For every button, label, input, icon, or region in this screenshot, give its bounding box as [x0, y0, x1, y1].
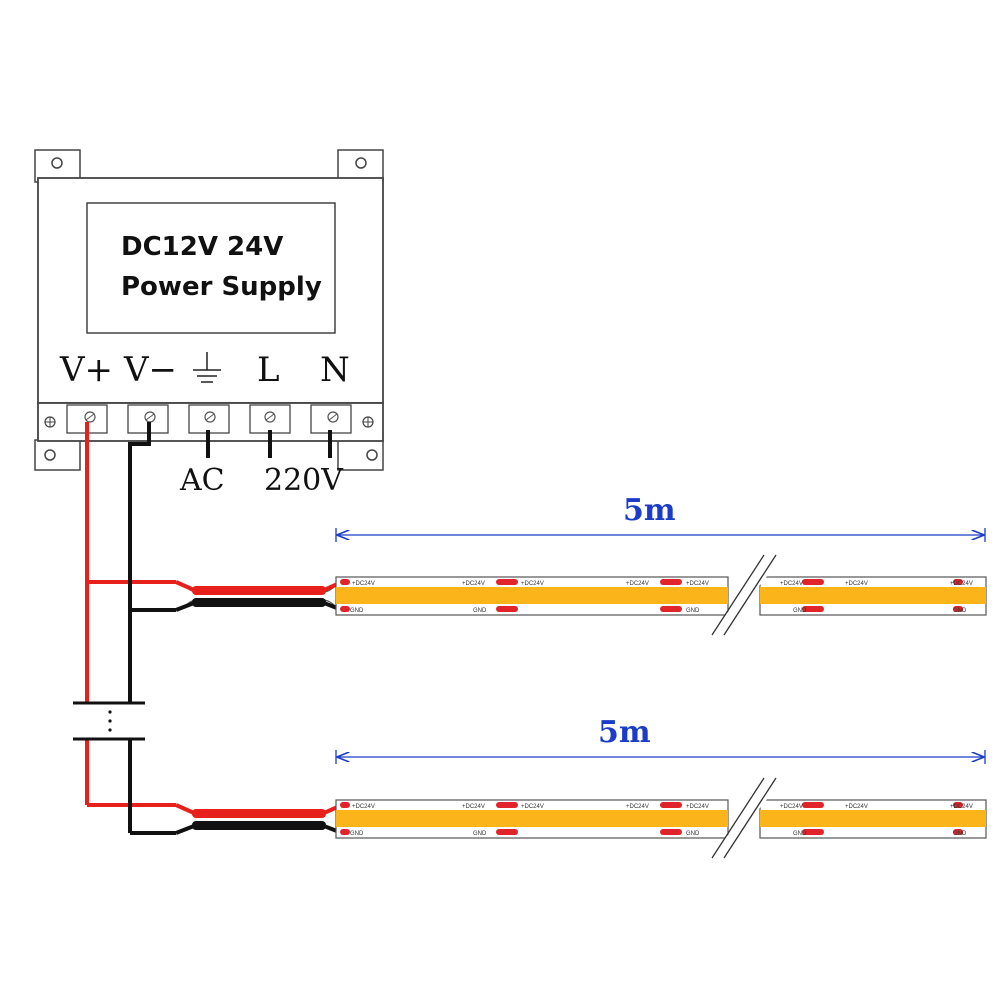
strip-marking-positive: +DC24V: [780, 804, 803, 810]
output-wiring: [73, 422, 176, 835]
solder-pad-positive: [496, 802, 518, 808]
screw-icon: [362, 416, 374, 428]
negative-bus-wire-top: [128, 422, 151, 703]
strip-marking-positive: +DC24V: [845, 581, 868, 587]
strip-marking-ground: GND: [686, 608, 700, 614]
solder-pad-ground: [496, 606, 518, 612]
cob-led-band: [760, 810, 986, 827]
ac-label: AC: [179, 463, 225, 498]
terminal-label-n: N: [320, 350, 350, 390]
strip-marking-positive: +DC24V: [462, 581, 485, 587]
strip-marking-positive: +DC24V: [950, 581, 973, 587]
cob-led-band: [336, 810, 728, 827]
cob-led-band: [336, 587, 728, 604]
cable-fan-black-in-1: [175, 601, 195, 612]
strip-marking-positive: +DC24V: [686, 804, 709, 810]
led-strip-1: 5m +DC24V+DC24V+DC24V+DC24V+DC24V+DC24V+…: [175, 493, 987, 636]
psu-label-panel: [86, 202, 336, 334]
terminal-label-vplus: V+: [59, 350, 113, 390]
strip-marking-ground: GND: [473, 608, 487, 614]
solder-pad-positive: [802, 579, 824, 585]
strip-marking-positive: +DC24V: [950, 804, 973, 810]
strip-marking-ground: GND: [350, 831, 364, 837]
strip-marking-positive: +DC24V: [780, 581, 803, 587]
break-slash: [711, 777, 765, 859]
cable-fan-red-in-1: [175, 580, 195, 592]
cable-black-core-1: [192, 598, 326, 607]
strip-marking-positive: +DC24V: [626, 581, 649, 587]
solder-pad-ground: [953, 606, 963, 612]
terminal-n: [310, 404, 352, 434]
strip-marking-ground: GND: [350, 608, 364, 614]
solder-pad-positive: [496, 579, 518, 585]
mounting-hole-icon: [355, 157, 367, 169]
solder-pad-positive: [802, 802, 824, 808]
solder-pad-positive: [953, 579, 963, 585]
cable-red-core-2: [192, 809, 326, 818]
break-slash: [723, 554, 777, 636]
break-slash: [711, 554, 765, 636]
cob-led-band: [760, 587, 986, 604]
strip-marking-ground: GND: [473, 831, 487, 837]
cable-black-core-2: [192, 821, 326, 830]
cable-fan-black-in-2: [175, 824, 195, 835]
solder-pad-ground: [953, 829, 963, 835]
solder-pad-ground: [660, 606, 682, 612]
strip-body-1: +DC24V +DC24V +DC24V +DC24V +DC24V +DC24V +DC2…: [335, 554, 987, 636]
vertical-ellipsis-icon: [108, 710, 112, 732]
solder-pad-positive: [340, 579, 350, 585]
strip-marking-positive: +DC24V: [521, 804, 544, 810]
mounting-ear-bottom-left: [34, 439, 81, 471]
strip-marking-positive: +DC24V: [626, 804, 649, 810]
solder-pad-positive: [340, 802, 350, 808]
strip-break-gap: [724, 575, 768, 617]
strip-marking-positive: +DC24V: [352, 581, 375, 587]
strip-marking-ground: GND: [953, 831, 967, 837]
terminal-label-vminus: V−: [123, 350, 177, 390]
terminal-ground: [188, 404, 230, 434]
terminal-label-l: L: [257, 350, 280, 390]
voltage-label: 220V: [264, 463, 344, 498]
strip-length-label-1: 5m: [623, 493, 676, 528]
solder-pad-ground: [340, 606, 350, 612]
mounting-hole-icon: [44, 449, 56, 461]
strip-marking-ground: GND: [793, 831, 807, 837]
strip-marking-positive: +DC24V: [686, 581, 709, 587]
solder-pad-ground: [340, 829, 350, 835]
solder-pad-positive: [953, 802, 963, 808]
strip-marking-ground: GND: [686, 831, 700, 837]
solder-pad-ground: [802, 606, 824, 612]
mounting-hole-icon: [51, 157, 63, 169]
strip-marking-positive: +DC24V: [462, 804, 485, 810]
cable-fan-red-in-2: [175, 803, 195, 815]
psu-title-line1: DC12V 24V: [121, 232, 283, 262]
strip-break-gap: [724, 798, 768, 840]
strip-length-label-2: 5m: [598, 715, 651, 750]
terminal-l: [249, 404, 291, 434]
solder-pad-positive: [660, 579, 682, 585]
power-supply: DC12V 24V Power Supply V+ V− L N: [34, 149, 384, 498]
strip-body-2: +DC24V +DC24V +DC24V +DC24V +DC24V +DC24V +DC2…: [335, 777, 987, 859]
ground-symbol-icon: [193, 352, 221, 383]
psu-title-line2: Power Supply: [121, 272, 322, 302]
cable-red-core-1: [192, 586, 326, 595]
strip-marking-positive: +DC24V: [521, 581, 544, 587]
mounting-hole-icon: [366, 449, 378, 461]
solder-pad-ground: [660, 829, 682, 835]
strip-marking-ground: GND: [953, 608, 967, 614]
strip-marking-positive: +DC24V: [845, 804, 868, 810]
solder-pad-ground: [496, 829, 518, 835]
solder-pad-ground: [802, 829, 824, 835]
led-strip-2: 5m +DC24V+DC24V+DC24V+DC24V+DC24V+DC24V+…: [175, 715, 987, 859]
strip-marking-positive: +DC24V: [352, 804, 375, 810]
break-slash: [723, 777, 777, 859]
solder-pad-positive: [660, 802, 682, 808]
strip-marking-ground: GND: [793, 608, 807, 614]
screw-icon: [44, 416, 56, 428]
